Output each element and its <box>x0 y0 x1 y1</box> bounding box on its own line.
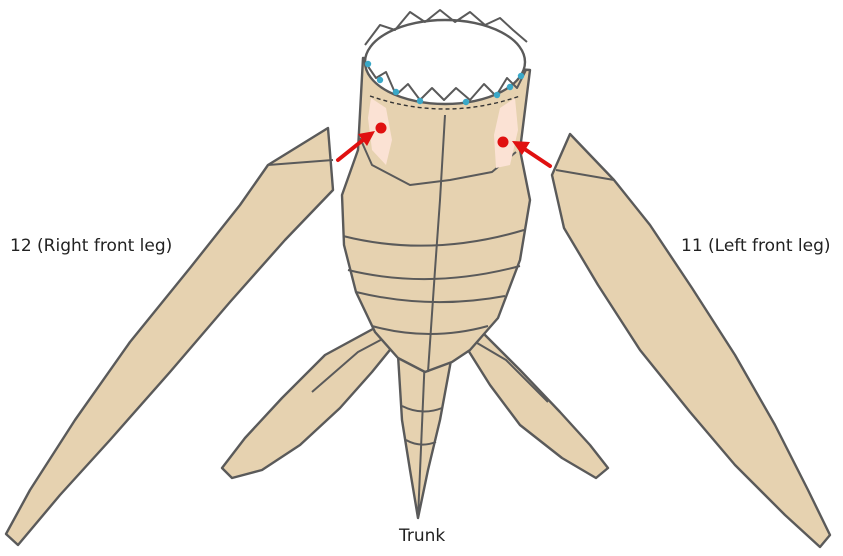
right-front-leg <box>6 128 333 545</box>
back-right-leg <box>222 324 398 478</box>
left-front-leg-shape <box>552 134 830 547</box>
red-dot-icon <box>376 123 387 134</box>
rim-dot <box>393 89 399 95</box>
rim-dot <box>494 92 500 98</box>
rim-dot <box>463 99 469 105</box>
trunk-part <box>398 355 452 518</box>
body-part <box>342 58 530 372</box>
ring-opening <box>365 20 525 104</box>
rim-dot <box>518 73 524 79</box>
rim-dot <box>377 77 383 83</box>
back-left-leg-shape <box>463 326 608 478</box>
back-left-leg <box>463 326 608 478</box>
left-front-leg <box>552 134 830 547</box>
back-right-leg-shape <box>222 324 398 478</box>
trunk-shape <box>398 355 452 518</box>
right-front-leg-shape <box>6 128 333 545</box>
rim-dot <box>507 84 513 90</box>
left-front-leg-label: 11 (Left front leg) <box>681 236 831 256</box>
trunk-label: Trunk <box>399 526 445 546</box>
rim-dot <box>365 61 371 67</box>
rim-dot <box>417 98 423 104</box>
right-front-leg-label: 12 (Right front leg) <box>10 236 172 256</box>
red-dot-icon <box>498 137 509 148</box>
